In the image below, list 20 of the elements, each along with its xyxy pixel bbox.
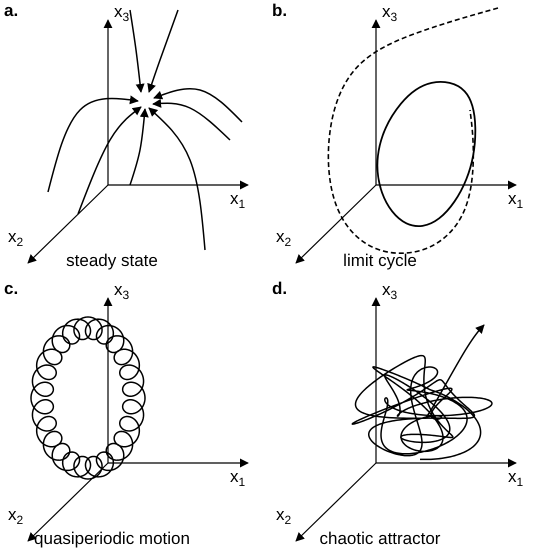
panel-letter: a. (4, 2, 18, 19)
panel-caption: limit cycle (343, 252, 417, 269)
axis-label: x$_{2}$ (8, 228, 24, 248)
axis-label: x$_{3}$ (114, 281, 130, 301)
axis-label: x$_{2}$ (276, 506, 292, 526)
axis-label: x$_{3}$ (114, 3, 130, 23)
axis-label: x$_{1}$ (230, 190, 246, 210)
panel-letter: d. (272, 280, 288, 297)
axis-label: x$_{1}$ (230, 468, 246, 488)
panel-caption: steady state (66, 252, 158, 269)
axis-label: x$_{2}$ (8, 506, 24, 526)
axis-label: x$_{1}$ (508, 190, 524, 210)
panel-caption: chaotic attractor (320, 530, 440, 547)
panel-caption: quasiperiodic motion (34, 530, 190, 547)
axis-label: x$_{2}$ (276, 228, 292, 248)
axis-label: x$_{3}$ (382, 3, 398, 23)
panel-letter: c. (4, 280, 18, 297)
axis-label: x$_{1}$ (508, 468, 524, 488)
axis-label: x$_{3}$ (382, 281, 398, 301)
panel-letter: b. (272, 2, 288, 19)
